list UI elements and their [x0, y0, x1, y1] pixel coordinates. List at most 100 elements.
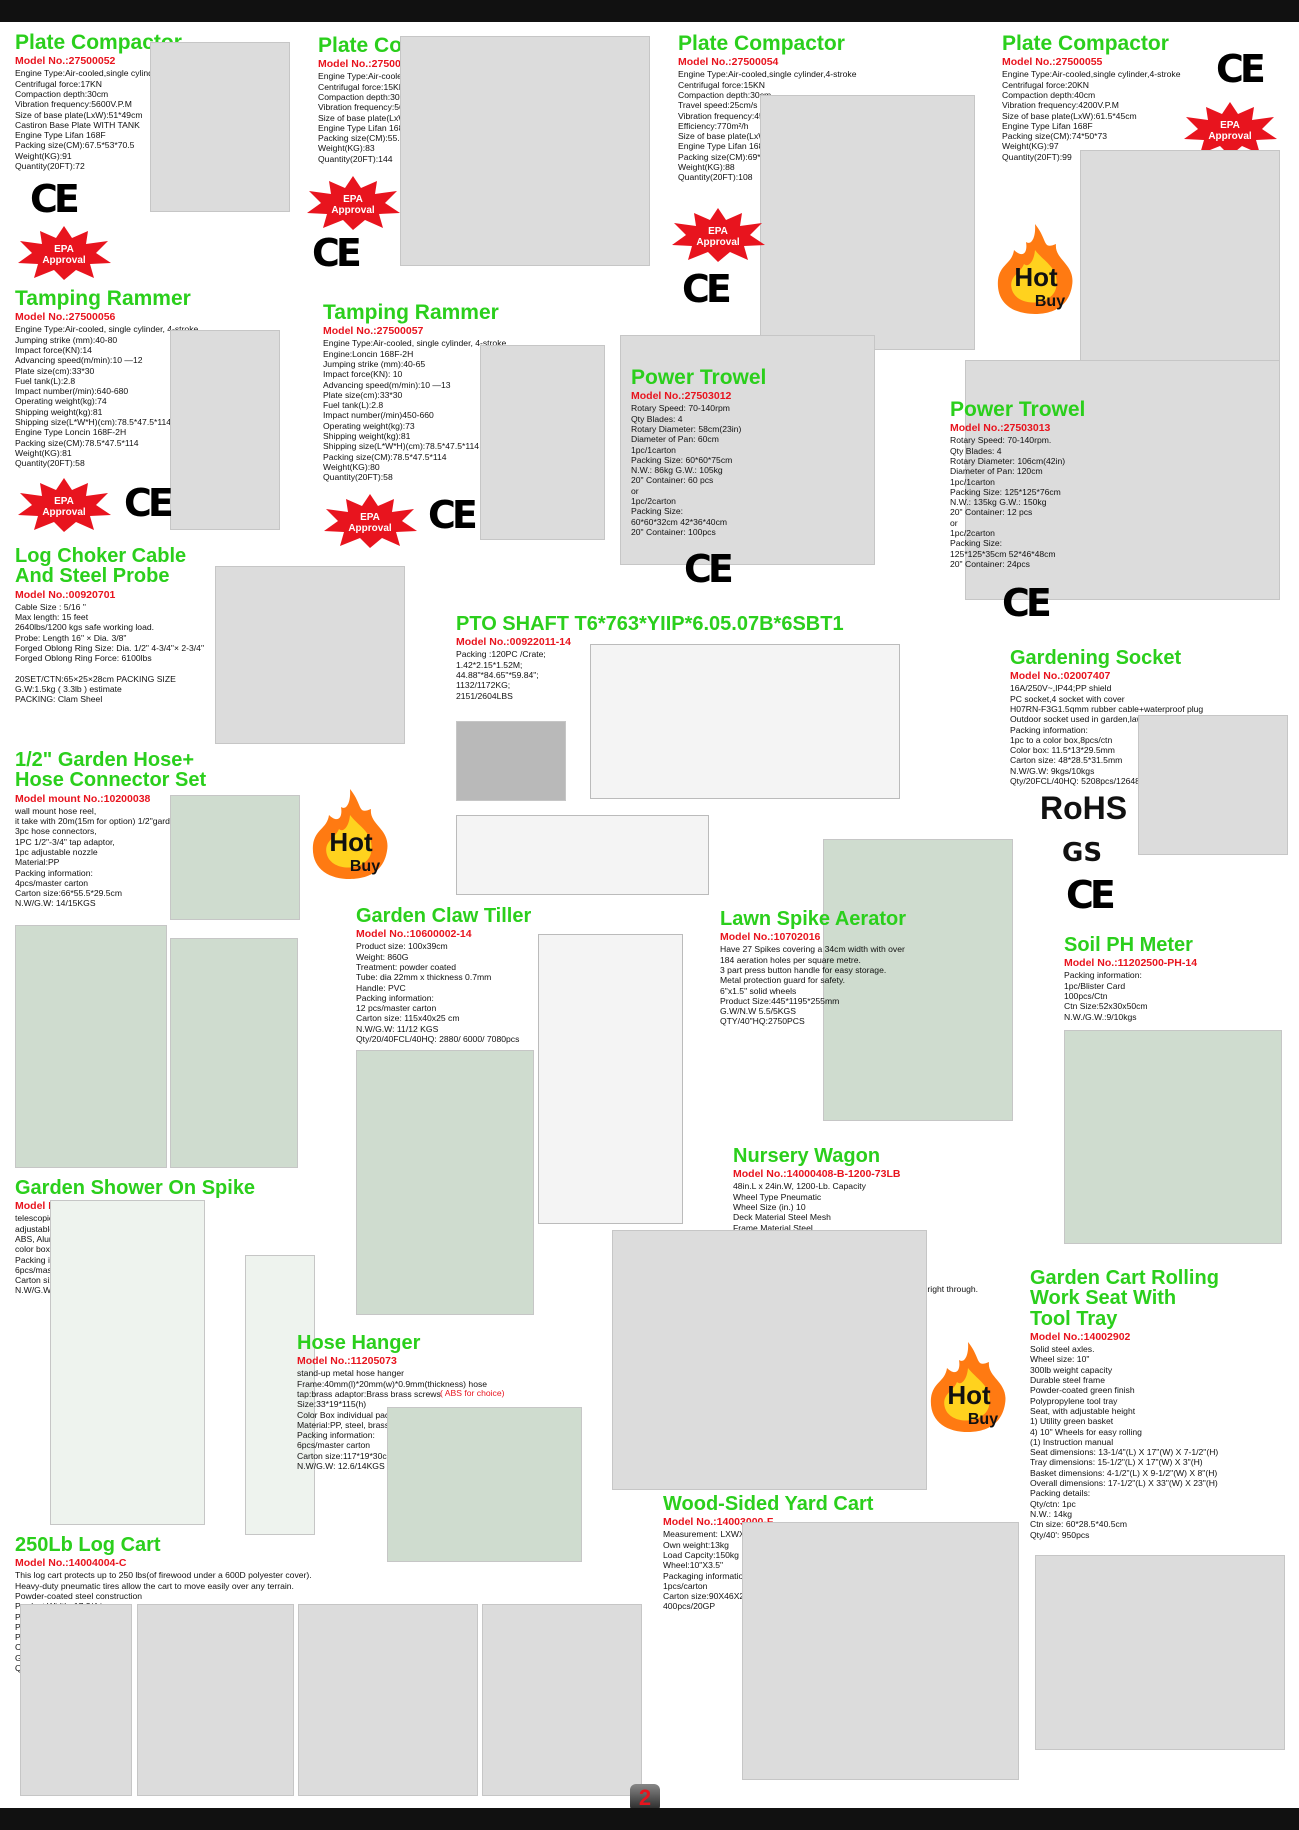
product-title: Hose Hanger — [297, 1332, 421, 1354]
spec-list: Engine Type:Air-cooled,single cylinder,4… — [1002, 69, 1292, 162]
spec-line: Shipping weight(kg):81 — [323, 431, 411, 442]
product-title: 250Lb Log Cart — [15, 1534, 161, 1556]
spec-line: Rotary Speed: 70-140rpm — [631, 403, 730, 414]
spec-line: Product size: 100x39cm — [356, 941, 448, 952]
yard-cart-photo — [742, 1522, 1019, 1780]
spec-line: Engine:Loncin 168F-2H — [323, 348, 414, 359]
spec-line: Weight(KG):81 — [15, 447, 72, 458]
spec-line: Shipping size(L*W*H)(cm):78.5*47.5*114 — [15, 417, 172, 428]
spec-line: 16A/250V~,IP44;PP shield — [1010, 683, 1112, 694]
spec-line: Size:33*19*115(h) — [297, 1399, 367, 1410]
hose-hanger-photo — [245, 1255, 315, 1535]
spec-line: Load Capcity:150kg — [663, 1549, 739, 1560]
epa-line2: Approval — [348, 523, 392, 534]
spec-line: N.W.: 14kg — [1030, 1508, 1073, 1519]
ce-mark: CE — [30, 177, 80, 221]
spec-line: Qty/40': 950pcs — [1030, 1529, 1090, 1540]
model-number: Model No.:27503012 — [631, 390, 732, 403]
spec-line: Packing information: — [1064, 970, 1142, 981]
spec-line: 44.88"*84.65"*59.84"; — [456, 669, 539, 680]
spec-line: Qty Blades: 4 — [950, 445, 1002, 456]
spec-line: Packing size(CM):74*50*73 — [1002, 131, 1108, 142]
product-title: Wood-Sided Yard Cart — [663, 1493, 874, 1515]
product-title-line1: 1/2" Garden Hose+ — [15, 749, 195, 771]
spec-line: Polypropylene tool tray — [1030, 1395, 1118, 1406]
spec-list: Packing :120PC /Crate;1.42*2.15*1.52M;44… — [456, 649, 1016, 700]
product-title: Power Trowel — [950, 398, 1086, 421]
product-title: Plate Compactor — [15, 31, 182, 54]
model-number: Model No.:27500052 — [15, 55, 116, 68]
spec-line: 6pcs/master carton — [297, 1440, 371, 1451]
spec-line: Advancing speed(m/min):10 —12 — [15, 355, 143, 366]
spec-line: Wheel Type Pneumatic — [733, 1191, 822, 1202]
spec-line: Deck Material Steel Mesh — [733, 1212, 831, 1223]
spec-line: This log cart protects up to 250 lbs(of … — [15, 1570, 312, 1581]
plate-compactor-photo — [760, 95, 975, 350]
spec-line: it take with 20m(15m for option) 1/2"gar… — [15, 816, 201, 827]
spec-line: Engine Type:Air-cooled,single cylinder,4… — [678, 69, 857, 80]
spec-line: 20" Container: 12 pcs — [950, 507, 1033, 518]
spec-line: Cable Size : 5/16 " — [15, 601, 86, 612]
product-garden-cart-seat-14002902: Garden Cart Rolling Work Seat With Tool … — [1030, 1268, 1295, 1540]
spec-line: Compaction depth:40cm — [1002, 90, 1096, 100]
spec-line: Rotary Speed: 70-140rpm. — [950, 435, 1052, 446]
spec-line: Probe: Length 16" × Dia. 3/8" — [15, 632, 127, 643]
spec-line: Wheel Size (in.) 10 — [733, 1201, 806, 1212]
spec-list: Engine Type:Air-cooled, single cylinder,… — [15, 324, 315, 468]
spec-line: N.W/G.W: 14/15KGS — [15, 898, 96, 909]
spec-line: Seat dimensions: 13-1/4"(L) X 17"(W) X 7… — [1030, 1447, 1219, 1458]
spec-line: 60*60*32cm 42*36*40cm — [631, 516, 728, 527]
spec-line: Max length: 15 feet — [15, 612, 89, 623]
spec-line: Centrifugal force:15KN — [318, 81, 405, 92]
spec-line: Quantity(20FT):99 — [1002, 151, 1072, 162]
hot-text: Hot — [947, 1380, 991, 1410]
spec-line: Qty/20FCL/40HQ: 5208pcs/12648pcs — [1010, 776, 1154, 787]
spec-line: Compaction depth:30cm — [15, 89, 109, 99]
product-title: Tamping Rammer — [15, 287, 191, 310]
spec-line: Rotary Diameter: 58cm(23in) — [631, 424, 742, 434]
ce-mark: CE — [682, 267, 732, 311]
spec-line: 100pcs/Ctn — [1064, 990, 1108, 1001]
spec-line: Shipping size(L*W*H)(cm):78.5*47.5*114 — [323, 441, 480, 452]
spec-line: Travel speed:25cm/s — [678, 100, 758, 111]
gardening-socket-photo — [1138, 715, 1288, 855]
spec-list: Solid steel axles.Wheel size: 10"300lb w… — [1030, 1344, 1295, 1540]
spec-line: 1PC 1/2"-3/4" tap adaptor, — [15, 836, 115, 847]
spec-line: Packing Size: — [950, 538, 1003, 549]
product-power-trowel-27503012: Power Trowel Model No.:27503012 Rotary S… — [631, 367, 881, 537]
spec-line: Engine Type:Air-cooled, single cylinder,… — [15, 324, 199, 335]
spec-line: Quantity(20FT):58 — [323, 472, 393, 483]
spec-line: Handle: PVC — [356, 982, 406, 993]
spec-line: Weight(KG):80 — [323, 461, 380, 472]
plate-compactor-photo — [400, 36, 650, 266]
bottom-border — [0, 1808, 1299, 1830]
spec-line: 1pc/1carton — [950, 476, 995, 487]
spec-line: 12 pcs/master carton — [356, 1003, 437, 1014]
spec-line: Packing information: — [15, 867, 93, 878]
product-gardening-socket-02007407: Gardening Socket Model No.:02007407 16A/… — [1010, 648, 1290, 786]
hose-cart-photo — [170, 938, 298, 1168]
spec-line: Size of base plate(LxW):58.5x46cm — [678, 131, 814, 142]
model-number: Model No.:02007407 — [1010, 670, 1111, 683]
spec-line: Own weight:13kg — [663, 1539, 729, 1550]
product-garden-claw-tiller-10600002-14: Garden Claw Tiller Model No.:10600002-14… — [356, 906, 656, 1044]
spec-line: Basket dimensions: 4-1/2"(L) X 9-1/2"(W)… — [1030, 1467, 1218, 1478]
spec-line: Size of base plate(LxW):55x45cm — [318, 112, 447, 123]
product-title: Soil PH Meter — [1064, 934, 1193, 956]
product-log-choker-00920701: Log Choker Cable And Steel Probe Model N… — [15, 546, 305, 705]
log-cart-photo — [482, 1604, 642, 1796]
spec-line: 1pc adjustable nozzle — [15, 846, 98, 857]
model-number: Model mount No.:10200038 — [15, 792, 151, 805]
nursery-wagon-photo — [612, 1230, 927, 1490]
spec-line: 300lb weight capacity — [1030, 1364, 1113, 1375]
pto-shaft-photo — [456, 815, 709, 895]
spec-line: 1pc/2carton — [950, 528, 995, 539]
claw-tiller-garden-photo — [356, 1050, 534, 1315]
tamping-rammer-photo — [480, 345, 605, 540]
product-title: Plate Compactor — [1002, 32, 1169, 55]
